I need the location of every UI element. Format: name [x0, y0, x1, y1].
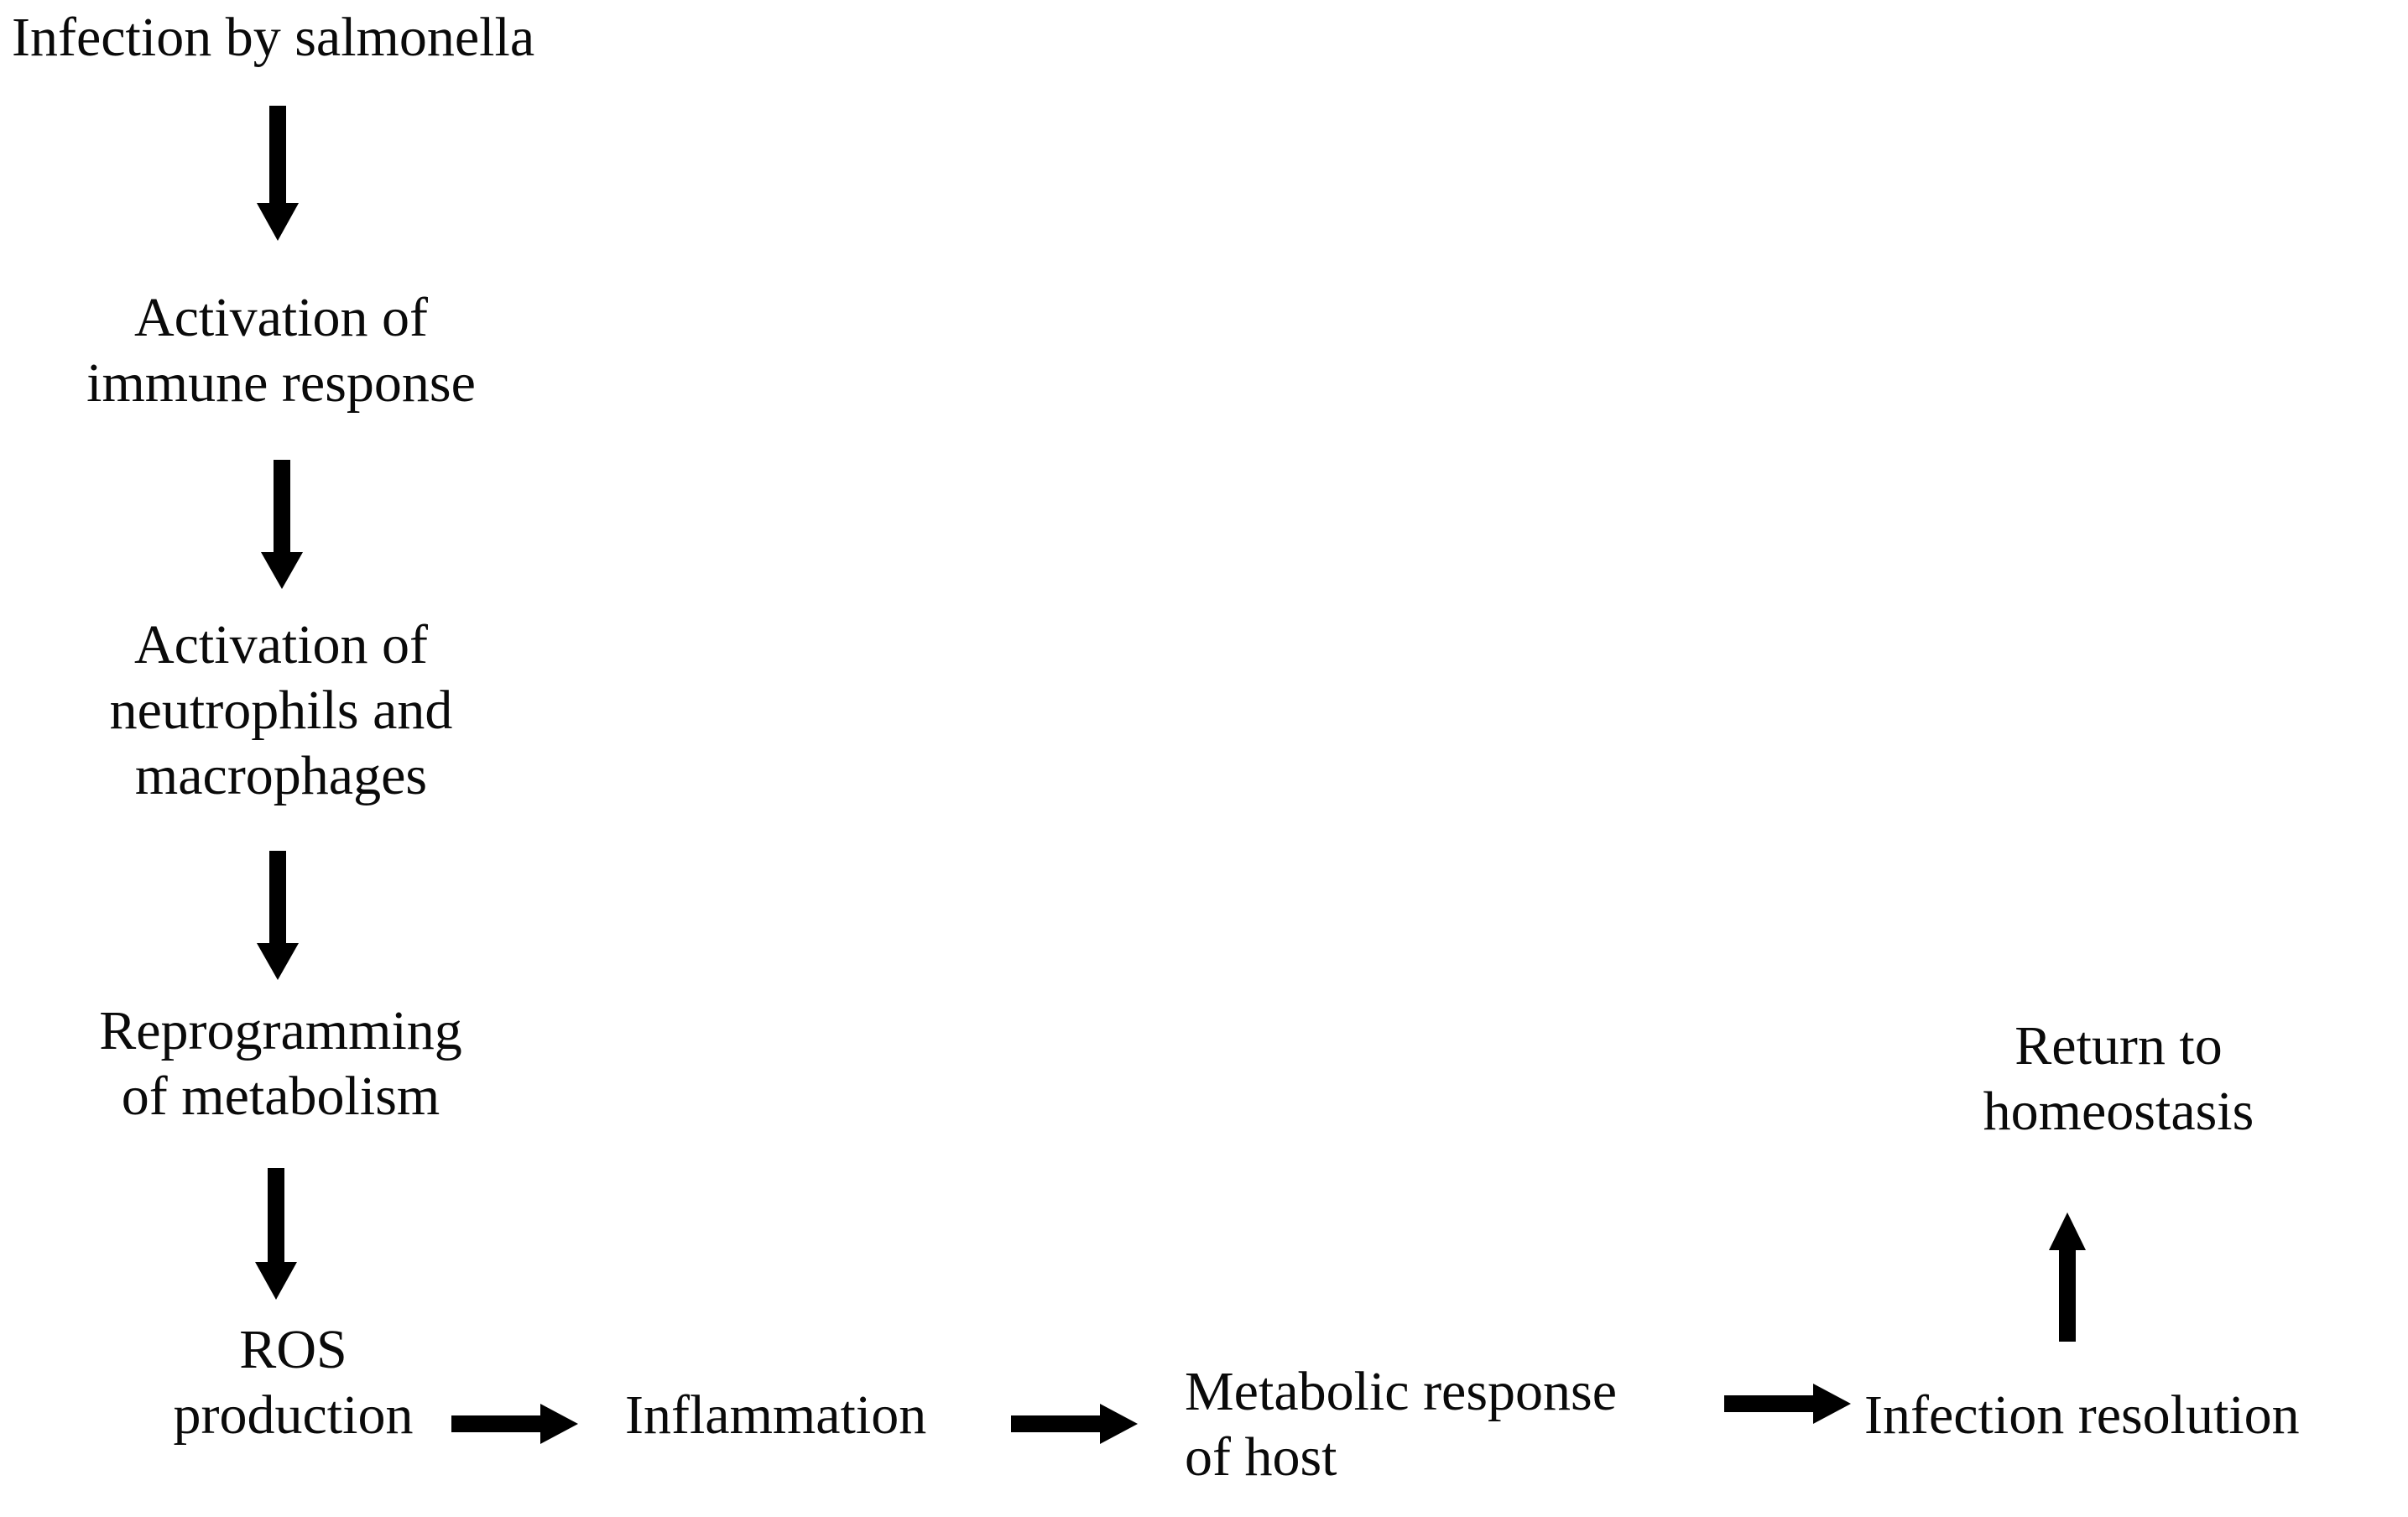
node-activation-of-immune-response: Activation of immune response	[86, 287, 476, 414]
node-reprogramming-of-metabolism: Reprogramming of metabolism	[99, 1000, 462, 1127]
arrow-right-inflammation-to-metabolic	[1011, 1400, 1139, 1448]
arrow-down-neutrophils-to-reprogramming	[252, 851, 304, 981]
node-inflammation: Inflammation	[625, 1384, 927, 1446]
arrow-right-metabolic-to-resolution	[1724, 1379, 1852, 1428]
node-activation-of-neutrophils-and-macrophages: Activation of neutrophils and macrophage…	[109, 614, 453, 806]
arrow-down-immune-to-neutrophils	[256, 460, 308, 590]
arrow-right-ros-to-inflammation	[451, 1400, 579, 1448]
node-ros-production: ROS production	[173, 1319, 414, 1446]
node-return-to-homeostasis: Return to homeostasis	[1983, 1015, 2254, 1142]
arrow-down-reprogramming-to-ros	[250, 1168, 302, 1301]
node-infection-resolution: Infection resolution	[1864, 1384, 2300, 1446]
node-metabolic-response-of-host: Metabolic response of host	[1185, 1361, 1618, 1488]
arrow-up-resolution-to-homeostasis	[2041, 1212, 2093, 1342]
arrow-down-infection-to-immune	[252, 106, 304, 242]
node-infection-by-salmonella: Infection by salmonella	[12, 7, 535, 68]
